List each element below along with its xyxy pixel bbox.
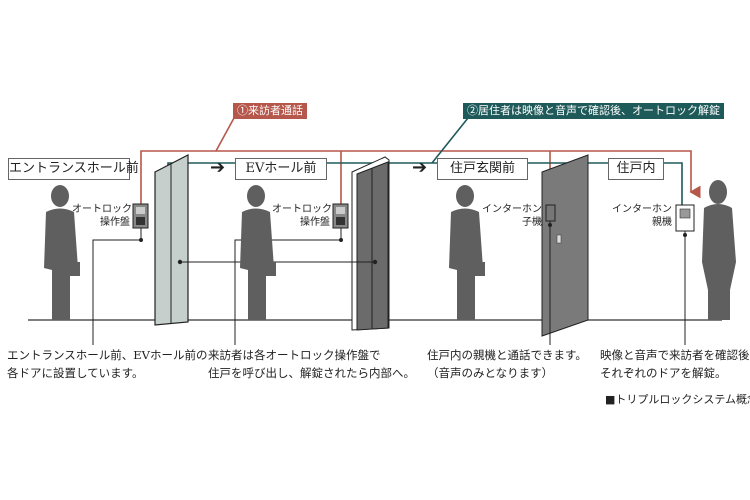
resident-silhouette — [702, 180, 736, 320]
description-doors: エントランスホール前、EVホール前の各ドアに設置しています。 — [7, 346, 207, 382]
device-label-line: 操作盤 — [300, 217, 330, 228]
panel2-label: オートロック操作盤 — [272, 203, 332, 229]
visitor-silhouette — [449, 185, 485, 320]
intercom-main-label: インターホン親機 — [606, 203, 672, 229]
panel1-label: オートロック操作盤 — [72, 203, 132, 229]
place-unit-entrance: 住戸玄関前 — [437, 158, 528, 180]
visitor-silhouette — [44, 185, 80, 320]
arrow-right-icon: ➔ — [412, 157, 428, 178]
device-label-line: インターホン — [482, 204, 542, 215]
device-label-line: 親機 — [652, 217, 672, 228]
place-ev-hall: EVホール前 — [235, 158, 327, 180]
step1-label: ①来訪者通話 — [233, 103, 307, 119]
device-label-line: オートロック — [72, 204, 132, 215]
intercom-sub-icon — [545, 204, 556, 222]
device-label-line: オートロック — [272, 204, 332, 215]
device-label-line: 子機 — [522, 217, 542, 228]
description-line: エントランスホール前、EVホール前の — [7, 348, 208, 362]
description-intercom-main: 映像と音声で来訪者を確認後それぞれのドアを解錠。 — [600, 346, 750, 382]
place-unit-interior: 住戸内 — [608, 158, 664, 180]
description-line: 各ドアに設置しています。 — [7, 366, 144, 380]
device-label-line: 操作盤 — [100, 217, 130, 228]
wiring — [92, 221, 686, 345]
arrow-right-icon: ➔ — [210, 157, 226, 178]
place-entrance-hall: エントランスホール前 — [8, 158, 139, 180]
description-line: それぞれのドアを解錠。 — [600, 366, 727, 380]
description-visitor: 来訪者は各オートロック操作盤で住戸を呼び出し、解錠されたら内部へ。 — [208, 346, 415, 382]
diagram-caption: ■トリプルロックシステム概念図 — [605, 393, 750, 406]
description-line: 映像と音声で来訪者を確認後 — [600, 348, 750, 362]
intercom-main-icon — [675, 204, 695, 232]
description-intercom-sub: 住戸内の親機と通話できます。 （音声のみとなります） — [427, 346, 587, 382]
description-line: 住戸を呼び出し、解錠されたら内部へ。 — [208, 366, 415, 380]
visitor-silhouette — [240, 185, 276, 320]
intercom-sub-label: インターホン子機 — [476, 203, 542, 229]
autolock-panel-icon — [132, 203, 149, 229]
step2-label: ②居住者は映像と音声で確認後、オートロック解錠 — [463, 103, 724, 119]
autolock-panel-icon — [332, 203, 349, 229]
unit-door — [541, 154, 589, 337]
description-line: （音声のみとなります） — [427, 366, 554, 380]
device-label-line: インターホン — [612, 204, 672, 215]
description-line: 住戸内の親機と通話できます。 — [427, 348, 587, 362]
description-line: 来訪者は各オートロック操作盤で — [208, 348, 381, 362]
